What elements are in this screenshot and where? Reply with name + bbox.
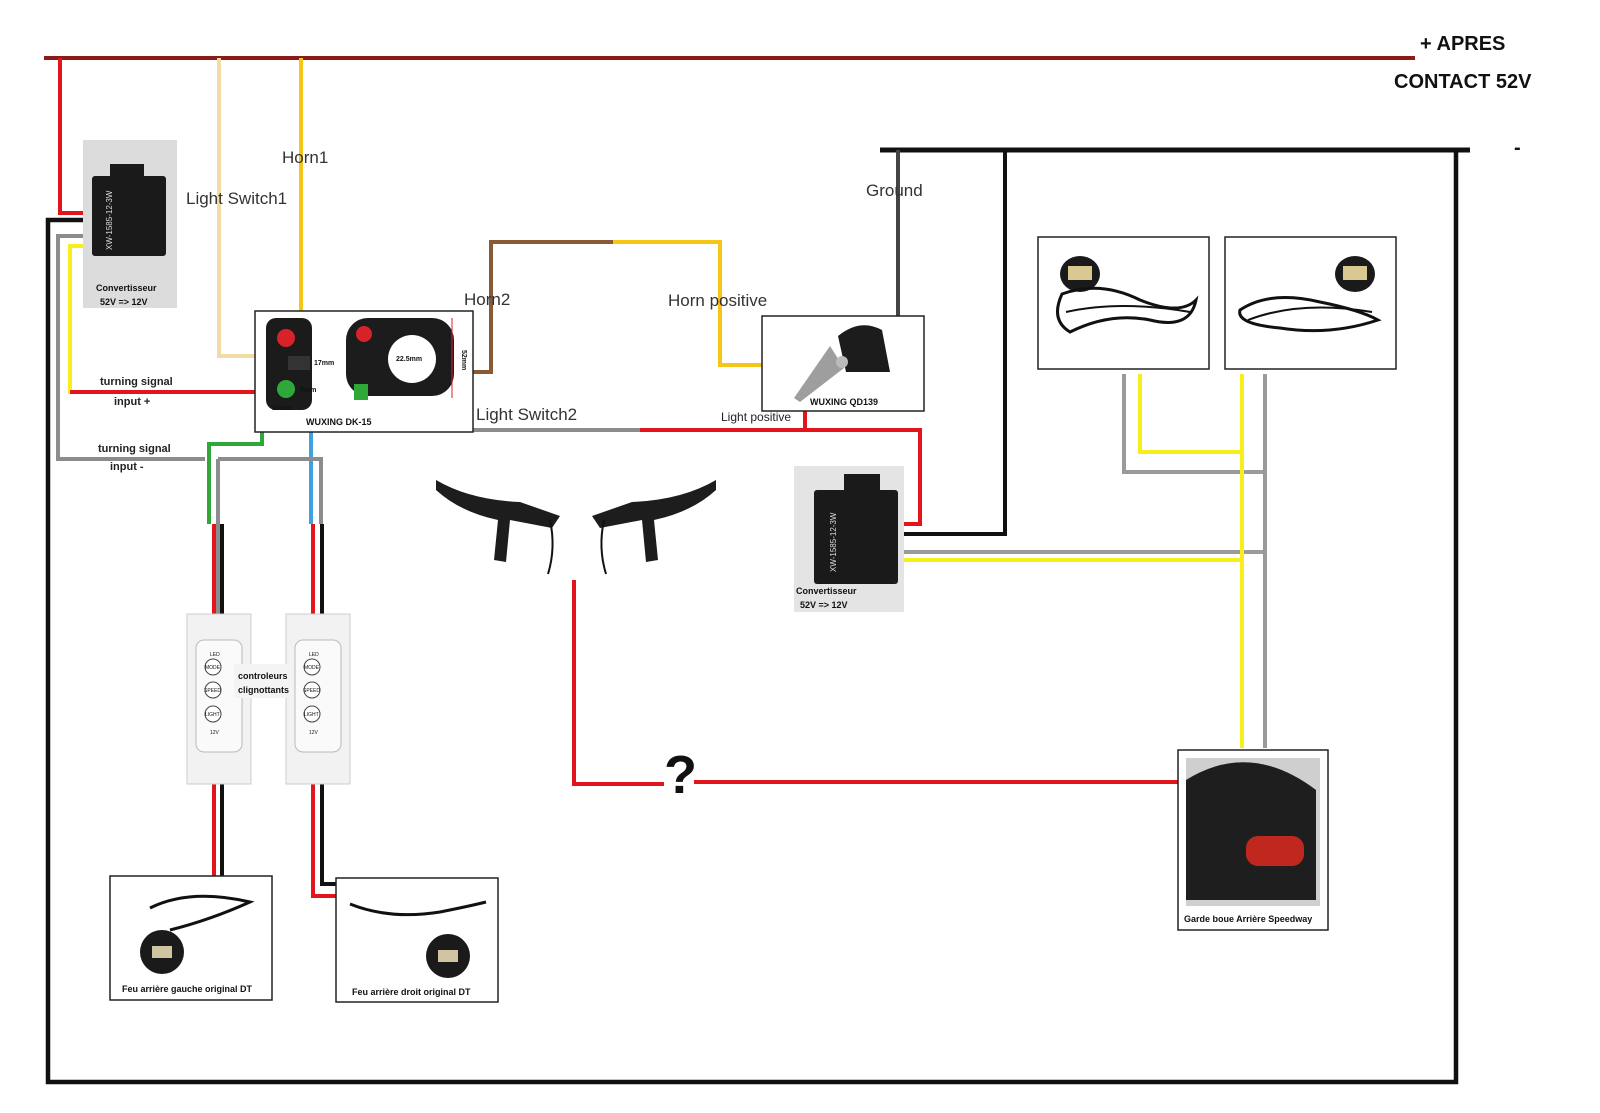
ctrl-left-speed: SPEED — [204, 688, 221, 694]
horn2-wire — [473, 240, 613, 374]
ctrl-right-12v: 12V — [309, 730, 319, 736]
controller-right-black-out — [320, 784, 336, 886]
turning-signal-input-minus-wire — [56, 234, 205, 461]
converter-left-marking: XW-1585-12-3W — [105, 190, 114, 250]
switch-name-label: WUXING DK-15 — [306, 417, 372, 427]
rear-light-right-label: Feu arrière droit original DT — [352, 987, 471, 997]
converter-left: XW-1585-12-3W Convertisseur 52V => 12V — [83, 140, 177, 308]
brake-signal-wire — [572, 580, 664, 786]
converter-left-feed-wire — [58, 58, 92, 215]
ctrl-left-light: LIGHT — [205, 712, 220, 718]
turning-signal-plus-label-1: turning signal — [100, 376, 173, 388]
blinker-controller-right: LED MODE SPEED LIGHT 12V — [285, 613, 351, 785]
tail-light-icon — [1246, 836, 1304, 866]
light-switch1-label: Light Switch1 — [186, 189, 287, 208]
horn-positive-label: Horn positive — [668, 291, 767, 310]
wires — [44, 56, 1470, 1085]
negative-bus-label: - — [1514, 137, 1521, 159]
switch-dim-7: 7mm — [300, 387, 316, 394]
ctrl-left-12v: 12V — [210, 730, 220, 736]
rear-light-right: Feu arrière droit original DT — [335, 877, 499, 1003]
right-brake-lever-icon — [592, 480, 716, 562]
switch-dim-22: 22.5mm — [396, 356, 422, 363]
rear-light-left: Feu arrière gauche original DT — [109, 875, 273, 1001]
ctrl-right-mode: MODE — [304, 665, 320, 671]
converter-right-ground-wire — [898, 150, 1007, 536]
light-switch2-label: Light Switch2 — [476, 405, 577, 424]
blinker-controller-left: LED MODE SPEED LIGHT 12V — [186, 613, 252, 785]
switch-wuxing-dk15: 17mm 7mm 19mm 22.5mm 52mm WUXING DK-15 — [254, 310, 474, 433]
converter-right-label-2: 52V => 12V — [800, 600, 848, 610]
converter-left-label-1: Convertisseur — [96, 283, 157, 293]
front-light-left — [1037, 236, 1210, 370]
controllers-label-1: controleurs — [238, 671, 288, 681]
light-positive-wire — [640, 428, 922, 526]
switch-dim-17: 17mm — [314, 360, 334, 367]
light-switch1-wire — [217, 58, 256, 358]
switch-dim-19: 19mm — [272, 405, 292, 412]
ground-label: Ground — [866, 181, 923, 200]
horn-wuxing-qd139: WUXING QD139 — [761, 315, 925, 412]
converter-left-label-2: 52V => 12V — [100, 297, 148, 307]
turn-button-icon — [277, 380, 295, 398]
converter-right-label-1: Convertisseur — [796, 586, 857, 596]
switch-grey-right-wire — [218, 457, 323, 524]
turning-signal-minus-label-2: input - — [110, 461, 144, 473]
horn-name-label: WUXING QD139 — [810, 397, 878, 407]
front-light-left-yellow — [1138, 374, 1242, 454]
ctrl-left-mode: MODE — [205, 665, 221, 671]
positive-bus-label-2: CONTACT 52V — [1394, 71, 1532, 93]
switch-dim-52: 52mm — [460, 350, 467, 370]
question-mark: ? — [664, 745, 697, 805]
left-brake-lever-icon — [436, 480, 560, 562]
switch-green-wire — [207, 432, 264, 524]
light-positive-label: Light positive — [721, 410, 791, 424]
ctrl-right-speed: SPEED — [303, 688, 320, 694]
positive-bus-label-1: + APRES — [1420, 33, 1505, 55]
light-button-icon — [356, 326, 372, 342]
horn-positive-wire — [613, 240, 762, 367]
turning-signal-plus-label-2: input + — [114, 396, 150, 408]
turning-signal-minus-label-1: turning signal — [98, 443, 171, 455]
front-light-right — [1224, 236, 1397, 370]
ctrl-left-led: LED — [210, 652, 220, 658]
controller-right-red-out — [311, 784, 336, 898]
ctrl-right-led: LED — [309, 652, 319, 658]
mudguard-speedway: Garde boue Arrière Speedway — [1177, 749, 1329, 931]
horn2-label: Horn2 — [464, 290, 510, 309]
converter-right: XW-1585-12-3W Convertisseur 52V => 12V — [794, 466, 904, 612]
converter-right-marking: XW-1585-12-3W — [829, 512, 838, 572]
brake-levers — [436, 480, 716, 575]
mudguard-label: Garde boue Arrière Speedway — [1184, 914, 1312, 924]
ctrl-right-light: LIGHT — [304, 712, 319, 718]
horn1-label: Horn1 — [282, 148, 328, 167]
rear-light-left-label: Feu arrière gauche original DT — [122, 984, 253, 994]
horn-button-icon — [277, 329, 295, 347]
front-light-left-grey — [1122, 374, 1265, 474]
ground-loop-wire — [45, 150, 1459, 1085]
controllers-label-2: clignottants — [238, 685, 289, 695]
